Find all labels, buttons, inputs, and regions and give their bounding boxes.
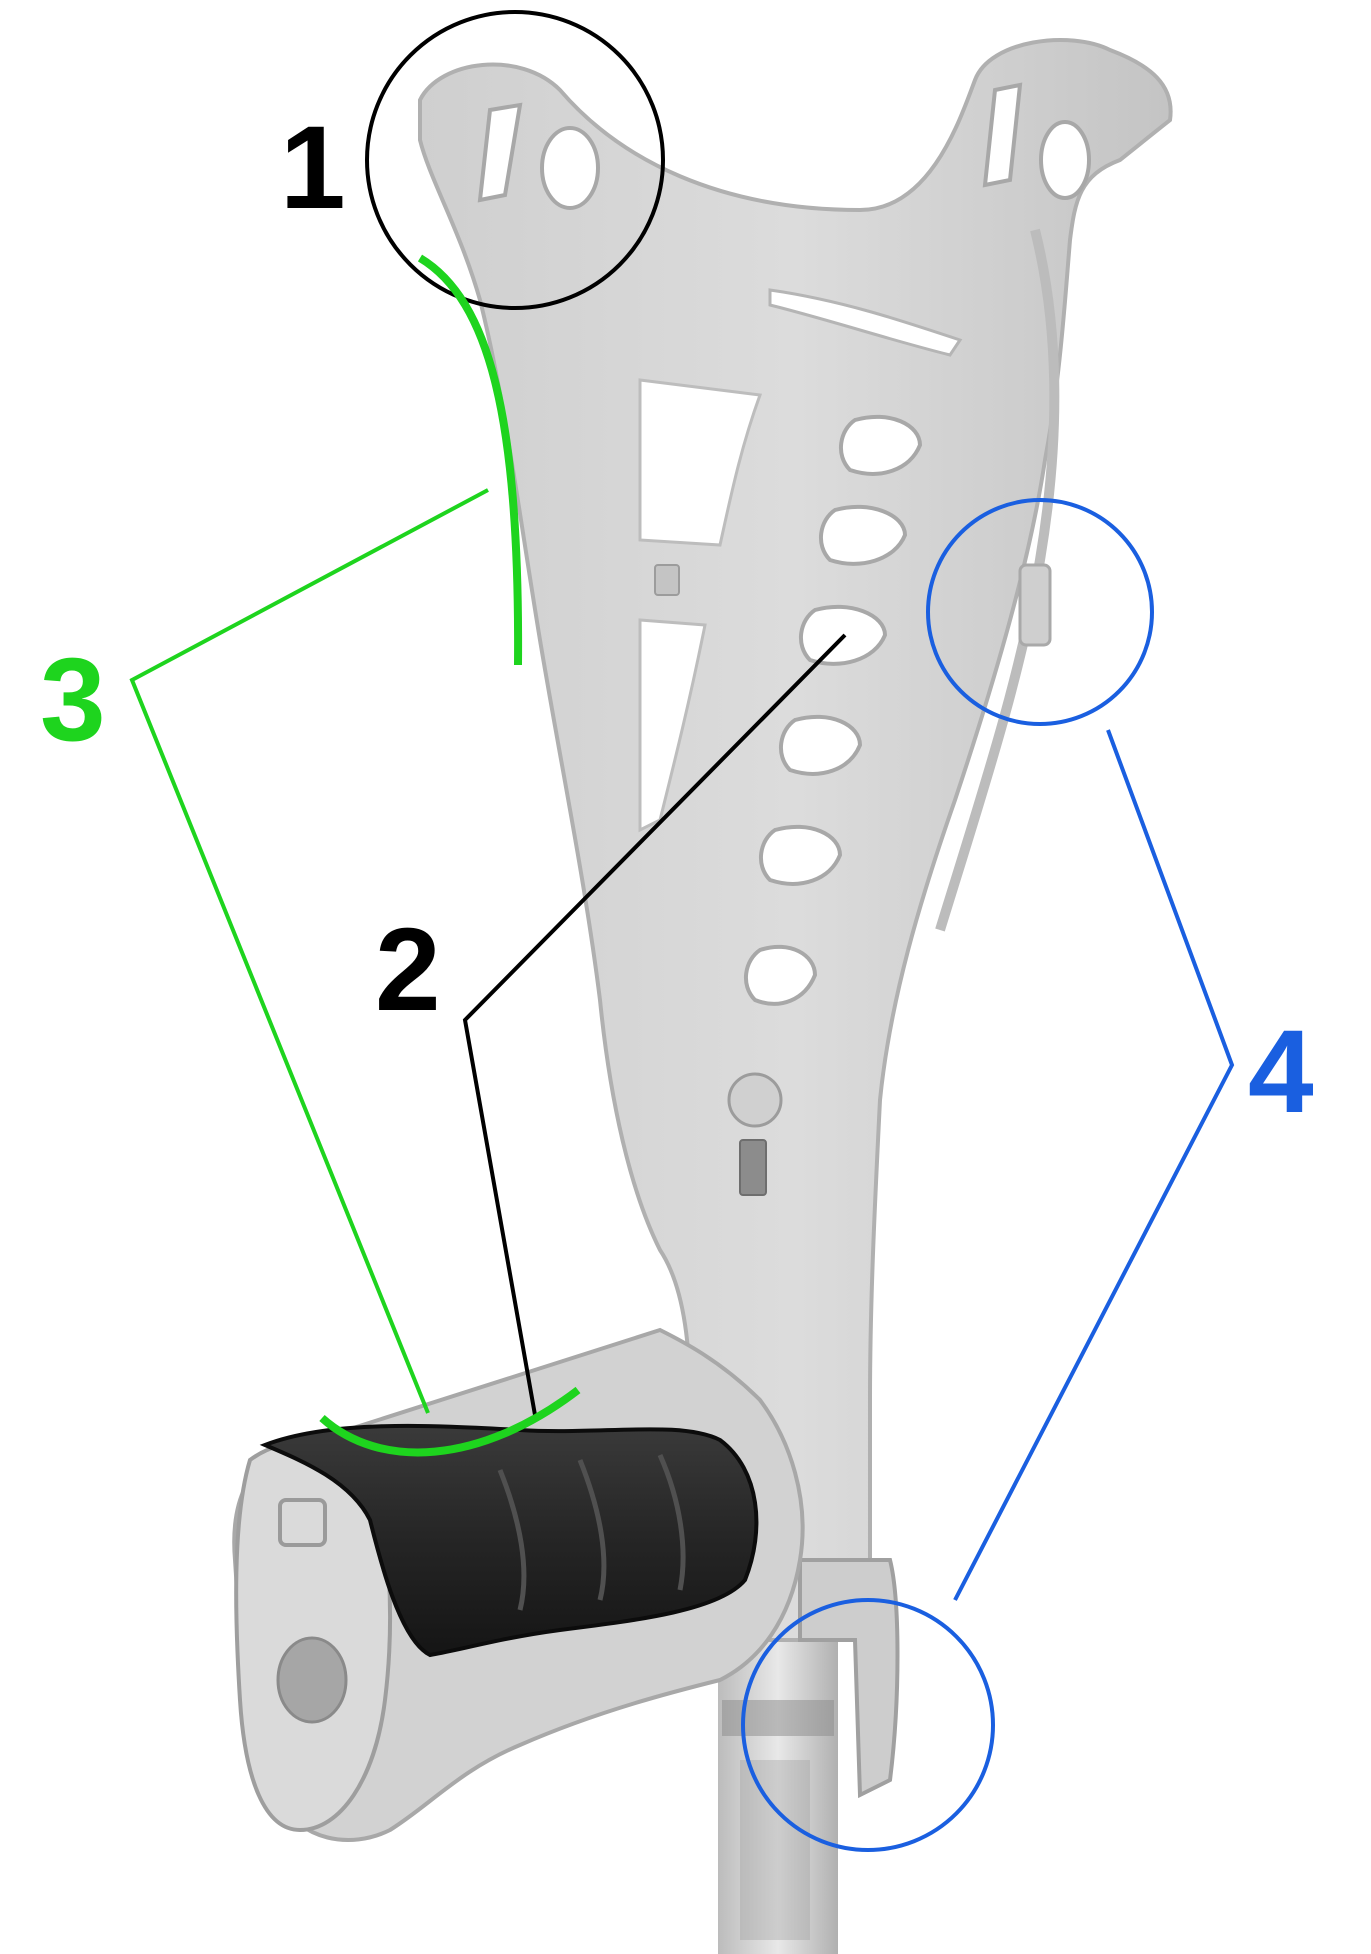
rubber-grip <box>259 1423 759 1658</box>
callout-4-lower-circle <box>741 1598 995 1852</box>
callout-2-label: 2 <box>375 904 441 1036</box>
crutch-frame <box>418 38 1173 1799</box>
callout-4-bracket <box>953 729 1235 1601</box>
brand-emblem-icon <box>727 1072 783 1128</box>
callout-4: 4 <box>741 498 1314 1852</box>
callout-3-label: 3 <box>40 634 106 766</box>
callout-4-label: 4 <box>1248 1006 1314 1138</box>
callout-1-circle <box>365 10 665 310</box>
callout-1-label: 1 <box>280 102 346 234</box>
callout-2: 2 <box>375 633 847 1416</box>
lattice-holes <box>743 414 923 1006</box>
callout-4-upper-circle <box>926 498 1154 726</box>
callout-1: 1 <box>280 10 665 310</box>
callout-2-leader <box>462 633 847 1416</box>
callout-3: 3 <box>40 254 581 1457</box>
crutch-illustration <box>232 38 1173 1954</box>
crutch-tube <box>718 1640 838 1954</box>
callout-3-lower-arc <box>319 1386 581 1457</box>
callout-3-upper-arc <box>417 254 523 666</box>
callout-3-bracket <box>129 488 489 1414</box>
